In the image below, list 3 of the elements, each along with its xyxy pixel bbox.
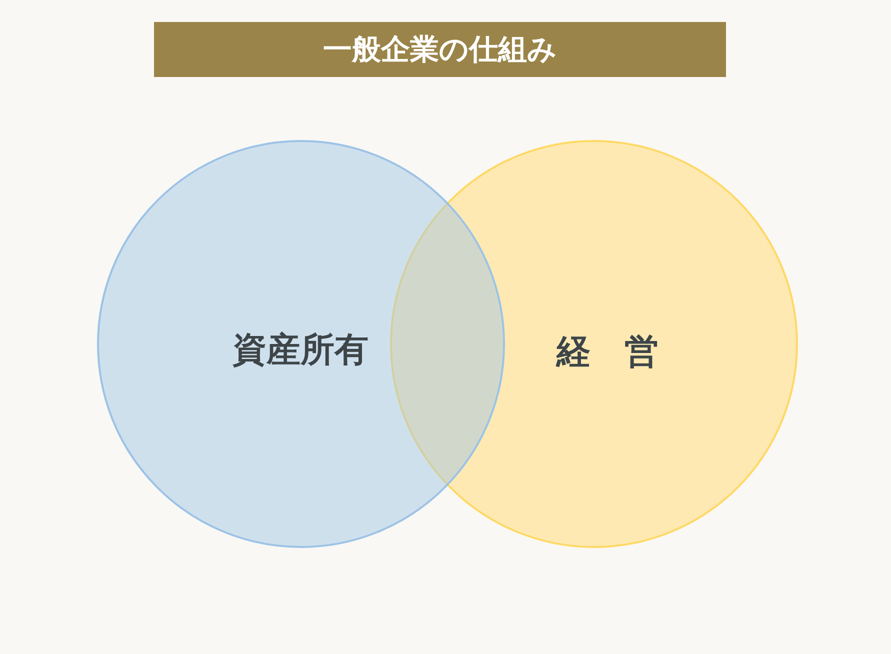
circle-label: 経 営	[556, 332, 658, 372]
circle-label: 資産所有	[232, 330, 368, 370]
title-banner: 一般企業の仕組み	[154, 22, 726, 77]
